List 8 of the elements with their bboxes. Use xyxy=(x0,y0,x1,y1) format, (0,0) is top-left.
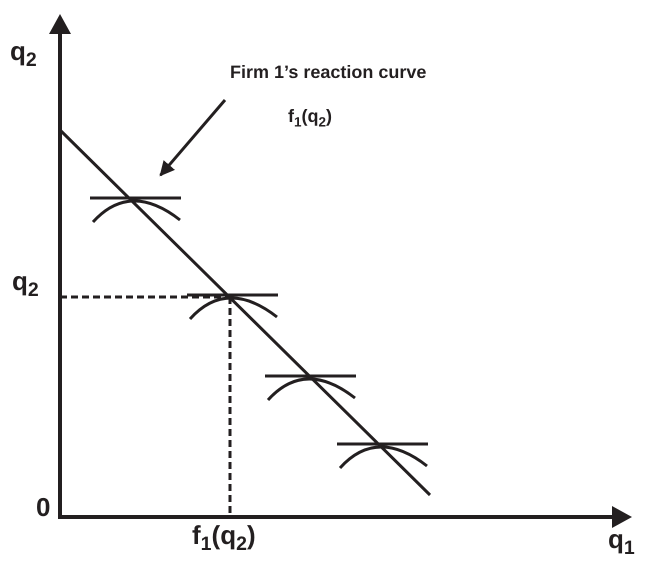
axis-label: q$_{2}$ xyxy=(10,38,37,71)
axis-label: q$_{1}$ xyxy=(608,526,635,559)
reaction-curve-line xyxy=(58,128,432,496)
annotation-text: Firm 1’s reaction curve f$_{1}$(q$_{2}$) xyxy=(230,50,428,145)
tick-label: 0 xyxy=(36,494,50,520)
tick-label: q$_{2}$ xyxy=(12,268,39,301)
tick-label: f$_{1}$(q$_{2}$) xyxy=(192,522,256,555)
leader-arrow xyxy=(159,99,226,176)
